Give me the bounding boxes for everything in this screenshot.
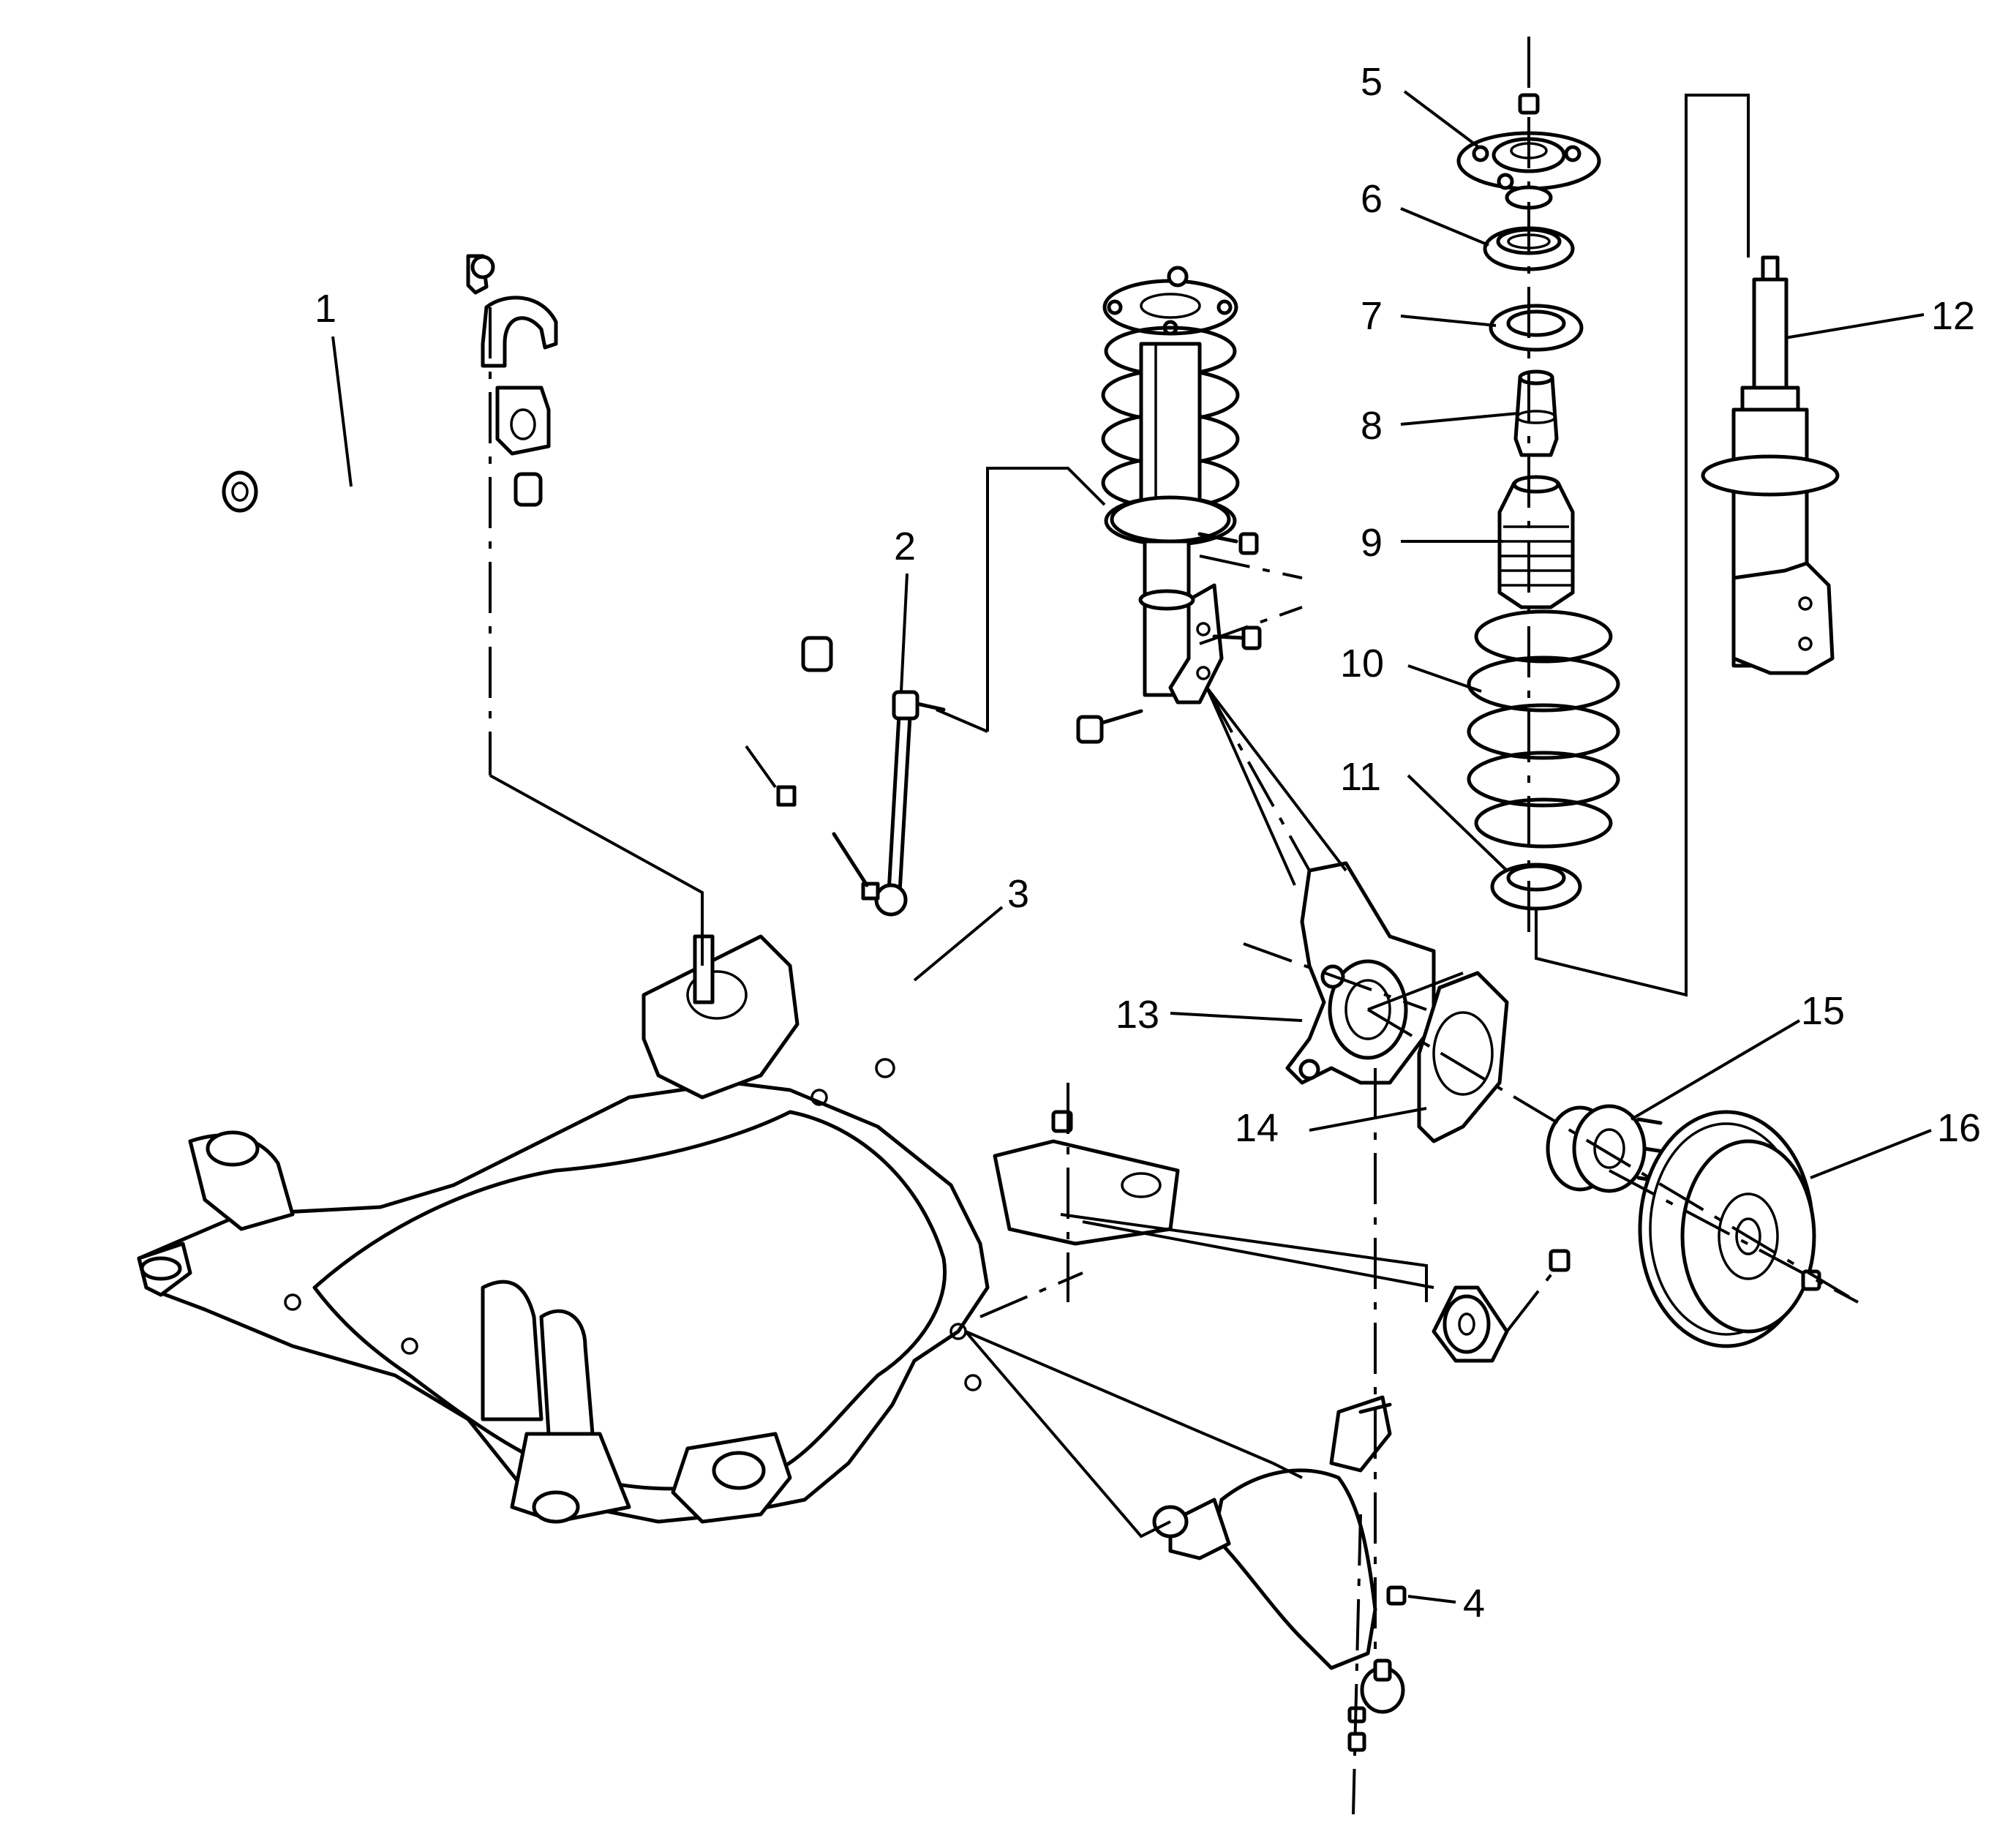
explode-lines bbox=[489, 37, 1859, 1815]
callout-15: 15 bbox=[1801, 989, 1845, 1033]
callout-3: 3 bbox=[1007, 872, 1029, 916]
callout-5: 5 bbox=[1361, 60, 1383, 104]
callout-16: 16 bbox=[1937, 1106, 1981, 1150]
callout-labels: 1 2 3 4 5 6 7 8 9 10 11 12 13 14 15 16 bbox=[315, 60, 1981, 1626]
callout-4: 4 bbox=[1463, 1582, 1485, 1626]
frame-cradle bbox=[137, 934, 1180, 1524]
brake-rotor bbox=[1638, 1110, 1821, 1348]
callout-2: 2 bbox=[894, 525, 916, 568]
stabilizer-bushing-clamp bbox=[466, 254, 558, 456]
lower-spring-insulator bbox=[1490, 863, 1582, 911]
strut-assembly bbox=[1076, 266, 1262, 744]
strut-boot bbox=[1497, 475, 1575, 609]
steering-knuckle bbox=[1285, 861, 1436, 1085]
callout-12: 12 bbox=[1931, 294, 1975, 338]
callout-1: 1 bbox=[315, 287, 336, 331]
strut-bumper bbox=[1513, 369, 1559, 457]
callout-8: 8 bbox=[1361, 404, 1383, 448]
callout-13: 13 bbox=[1116, 993, 1159, 1037]
wheel-hub-bearing bbox=[1546, 1104, 1670, 1193]
callout-10: 10 bbox=[1340, 642, 1384, 685]
callout-14: 14 bbox=[1235, 1106, 1279, 1150]
callout-9: 9 bbox=[1361, 521, 1383, 565]
upper-spring-insulator bbox=[1489, 304, 1584, 352]
callout-7: 7 bbox=[1361, 294, 1383, 338]
callout-11: 11 bbox=[1340, 755, 1381, 799]
strut bbox=[1701, 255, 1840, 675]
stabilizer-bar bbox=[222, 439, 865, 827]
callout-leaders bbox=[331, 90, 1932, 1604]
callout-6: 6 bbox=[1361, 177, 1383, 221]
stabilizer-link bbox=[776, 690, 946, 917]
brake-splash-shield bbox=[1417, 971, 1509, 1143]
coil-spring bbox=[1467, 609, 1620, 849]
